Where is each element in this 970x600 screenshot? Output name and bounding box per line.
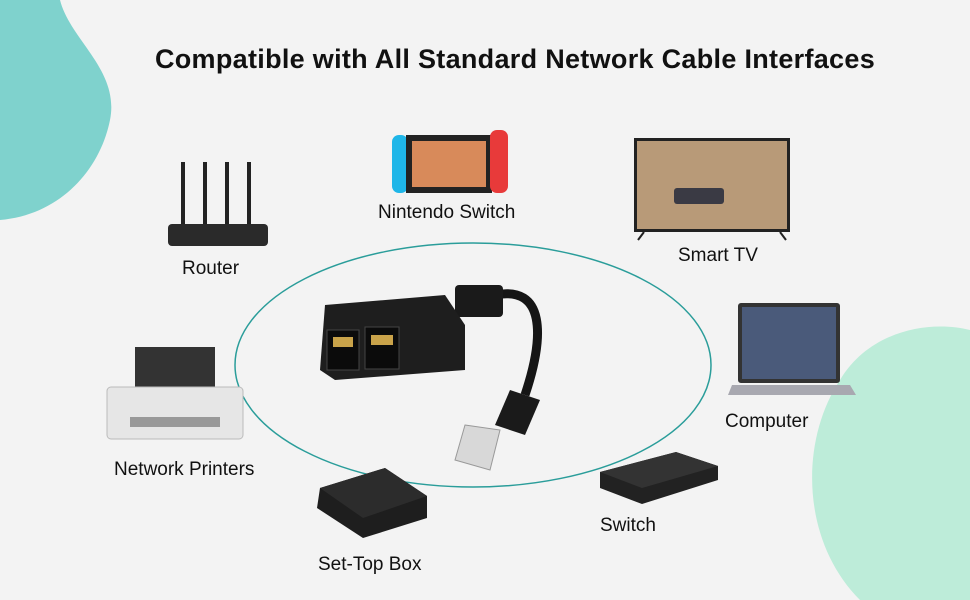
router-label: Router — [182, 258, 240, 279]
network-printers-label: Network Printers — [114, 459, 255, 480]
smart-tv-label: Smart TV — [678, 245, 758, 266]
nintendo-switch-image — [392, 130, 508, 193]
computer-image — [728, 303, 856, 395]
network-switch-image — [600, 452, 718, 504]
page-title: Compatible with All Standard Network Cab… — [154, 44, 876, 74]
nintendo-switch-label: Nintendo Switch — [378, 202, 516, 223]
set-top-box-label: Set-Top Box — [318, 554, 422, 575]
switch-label: Switch — [600, 515, 656, 536]
computer-label: Computer — [725, 411, 809, 432]
ethernet-splitter-image — [320, 285, 542, 471]
network-printer-image — [106, 347, 244, 440]
router-image — [168, 162, 268, 246]
set-top-box-image — [317, 468, 427, 538]
smart-tv-image — [634, 138, 790, 241]
